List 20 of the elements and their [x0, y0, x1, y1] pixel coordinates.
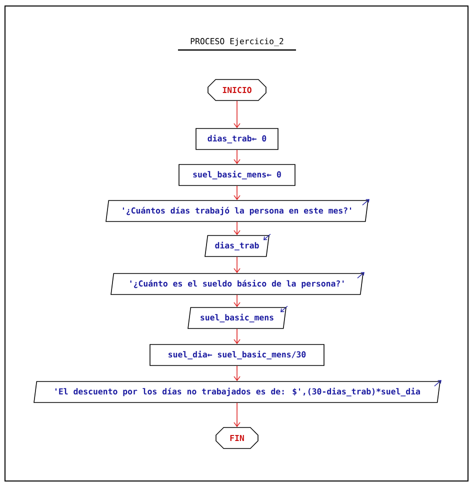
process-box: dias_trab← 0 — [196, 128, 278, 150]
arrow — [234, 402, 240, 428]
arrow — [234, 222, 240, 236]
arrow — [234, 328, 240, 344]
arrow — [234, 294, 240, 308]
process-box: suel_dia← suel_basic_mens/30 — [150, 344, 324, 366]
terminal-box: FIN — [216, 427, 258, 449]
title: PROCESO Ejercicio_2 — [190, 38, 284, 46]
arrow — [234, 366, 240, 382]
process-box: suel_basic_mens← 0 — [178, 164, 296, 186]
arrow — [234, 186, 240, 200]
arrow — [234, 150, 240, 164]
arrow — [234, 256, 240, 274]
arrow — [234, 100, 240, 128]
output-box: '¿Cuántos días trabajó la persona en este mes?' — [106, 200, 368, 222]
input-box: suel_basic_mens — [188, 307, 286, 329]
terminal-box: INICIO — [208, 79, 266, 101]
output-box: '¿Cuánto es el sueldo básico de la persona?' — [110, 273, 364, 295]
output-box: 'El descuento por los días no trabajados es de: $',(30-dias_trab)*suel_dia — [34, 381, 440, 403]
input-box: dias_trab — [204, 235, 270, 257]
